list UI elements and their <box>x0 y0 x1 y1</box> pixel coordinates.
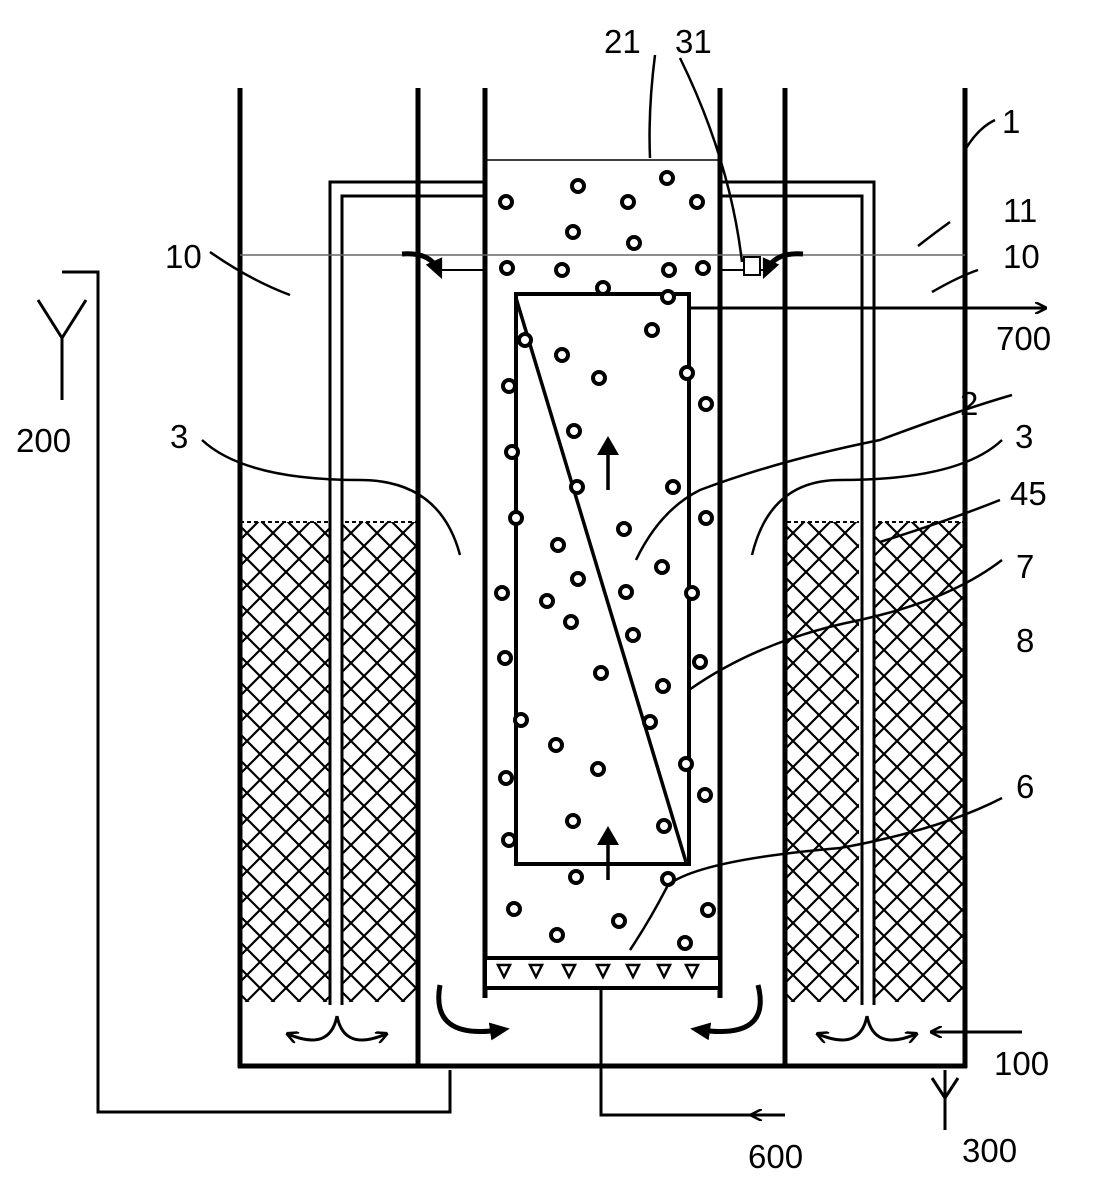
label-6: 6 <box>1016 768 1034 805</box>
pipe-300 <box>930 1070 960 1130</box>
label-700: 700 <box>996 320 1051 357</box>
label-10-left: 10 <box>165 238 202 275</box>
circulation-arrows <box>288 984 916 1040</box>
draft-tube-left <box>328 180 485 1005</box>
label-21: 21 <box>604 23 641 60</box>
partition-walls <box>415 88 788 1068</box>
label-3-right: 3 <box>1015 418 1033 455</box>
leader-lines <box>201 54 1013 951</box>
label-600: 600 <box>748 1138 803 1175</box>
label-11: 11 <box>1003 192 1037 229</box>
overflow-arrows <box>401 251 804 280</box>
label-10-right: 10 <box>1003 238 1040 275</box>
separator-block <box>743 256 761 276</box>
label-45: 45 <box>1010 475 1047 512</box>
label-7: 7 <box>1016 548 1034 585</box>
liquid-level-line <box>240 254 965 271</box>
pipe-200 <box>36 270 452 1114</box>
label-3-left: 3 <box>170 418 188 455</box>
packing-zone-right <box>787 521 965 1002</box>
aerator-plate <box>483 956 722 990</box>
label-300: 300 <box>962 1132 1017 1169</box>
label-2: 2 <box>960 385 978 422</box>
label-200: 200 <box>16 422 71 459</box>
pipe-600 <box>599 988 785 1115</box>
draft-tube-right <box>720 180 876 1005</box>
label-31: 31 <box>675 23 712 60</box>
label-8: 8 <box>1016 622 1034 659</box>
bubbles <box>494 170 716 951</box>
label-1: 1 <box>1002 103 1020 140</box>
central-column <box>482 88 723 998</box>
up-arrows <box>597 436 619 880</box>
label-100: 100 <box>994 1045 1049 1082</box>
reference-labels: 1 2 3 3 6 7 8 10 10 11 21 31 45 100 200 … <box>16 23 1051 1175</box>
